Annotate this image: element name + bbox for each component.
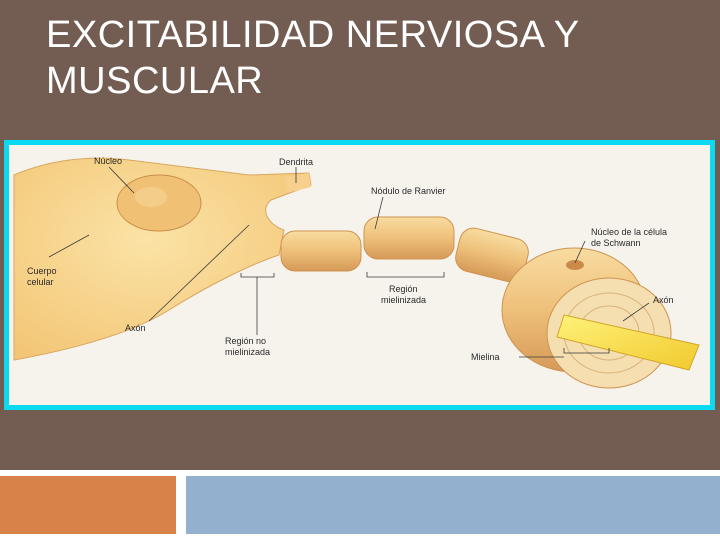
title-line-1: EXCITABILIDAD NERVIOSA Y [46,14,580,56]
label-region-mielinizada-1: Región [389,284,418,294]
slide-title: EXCITABILIDAD NERVIOSA Y MUSCULAR [46,12,686,104]
label-region-no-mielinizada-2: mielinizada [225,347,270,357]
neuron-diagram: Núcleo Dendrita Nódulo de Ranvier Núcleo… [13,156,700,389]
title-line-2: MUSCULAR [46,60,264,102]
label-cuerpo-celular-1: Cuerpo [27,266,57,276]
label-region-mielinizada-2: mielinizada [381,295,426,305]
label-nucleo-schwann-1: Núcleo de la célula [591,227,667,237]
label-cuerpo-celular-2: celular [27,277,54,287]
myelin-segments [280,216,672,389]
axon-core-shape [556,314,700,371]
label-axon-right: Axón [653,295,674,305]
label-nucleo-schwann-2: de Schwann [591,238,641,248]
label-nucleo: Núcleo [94,156,122,166]
label-mielina: Mielina [471,352,500,362]
cell-body-shape [13,157,312,361]
label-region-no-mielinizada-1: Región no [225,336,266,346]
label-dendrita: Dendrita [279,157,313,167]
neuron-diagram-frame: Núcleo Dendrita Nódulo de Ranvier Núcleo… [4,140,715,410]
label-nodulo-ranvier: Nódulo de Ranvier [371,186,446,196]
footer-blue-block [186,476,720,534]
label-axon-left: Axón [125,323,146,333]
footer-orange-block [0,476,176,534]
dendrite-shape [284,173,311,193]
